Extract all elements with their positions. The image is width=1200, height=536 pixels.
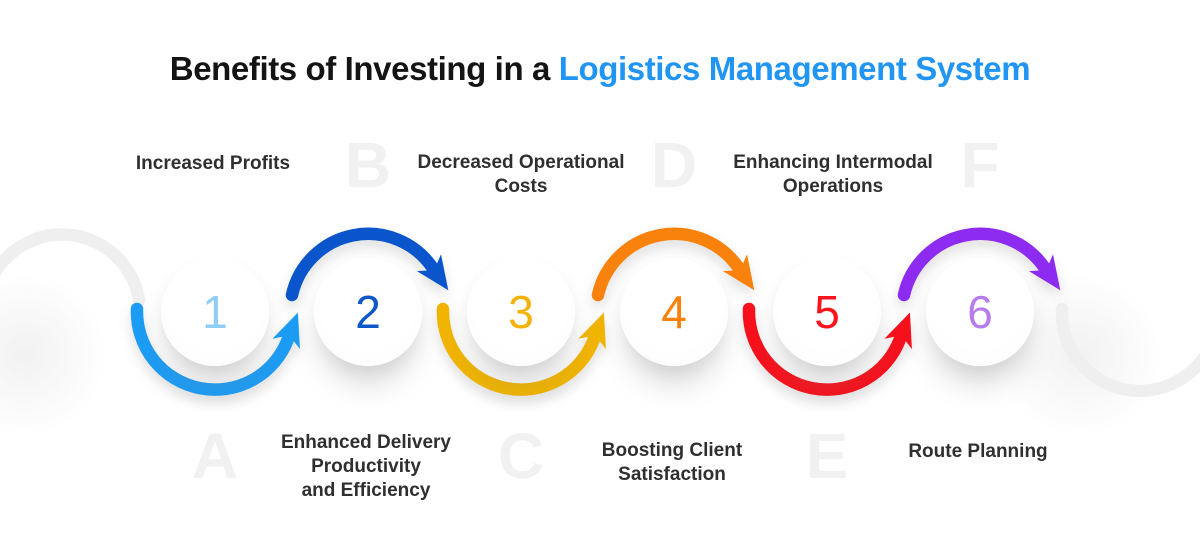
- background-letter-b: B: [344, 129, 392, 201]
- arc-step-5: [742, 302, 912, 396]
- step-label-6: Route Planning: [908, 441, 1048, 462]
- ghost-arc-left: [0, 228, 146, 307]
- step-number-2: 2: [355, 286, 381, 338]
- step-label-5: Enhancing Intermodal Operations: [733, 152, 933, 197]
- step-label-2: Enhanced Delivery Productivity and Effic…: [280, 432, 452, 501]
- page-title: Benefits of Investing in a Logistics Man…: [0, 50, 1200, 88]
- step-number-1: 1: [202, 286, 228, 338]
- background-letter-f: F: [960, 129, 1000, 201]
- background-letter-e: E: [805, 420, 849, 492]
- background-letter-c: C: [497, 420, 545, 492]
- background-letter-a: A: [191, 420, 239, 492]
- step-circle-1: 1: [161, 258, 269, 366]
- ghost-arc-right: [1055, 302, 1200, 398]
- step-circle-4: 4: [620, 258, 728, 366]
- step-label-1: Increased Profits: [135, 153, 291, 174]
- step-number-4: 4: [661, 286, 687, 338]
- step-circle-3: 3: [467, 258, 575, 366]
- arc-step-1: [130, 302, 300, 396]
- step-number-5: 5: [814, 286, 840, 338]
- step-circle-2: 2: [314, 258, 422, 366]
- arc-step-2: [285, 227, 449, 302]
- step-label-4: Boosting Client Satisfaction: [601, 440, 743, 485]
- background-letter-d: D: [650, 129, 698, 201]
- arc-step-6: [897, 227, 1061, 302]
- step-circle-6: 6: [926, 258, 1034, 366]
- step-circle-5: 5: [773, 258, 881, 366]
- step-number-3: 3: [508, 286, 534, 338]
- arc-step-3: [436, 302, 606, 396]
- arc-step-4: [591, 227, 755, 302]
- step-number-6: 6: [967, 286, 993, 338]
- page-title-prefix: Benefits of Investing in a: [169, 50, 559, 87]
- step-label-3: Decreased Operational Costs: [417, 152, 625, 197]
- page-title-highlight: Logistics Management System: [558, 50, 1031, 87]
